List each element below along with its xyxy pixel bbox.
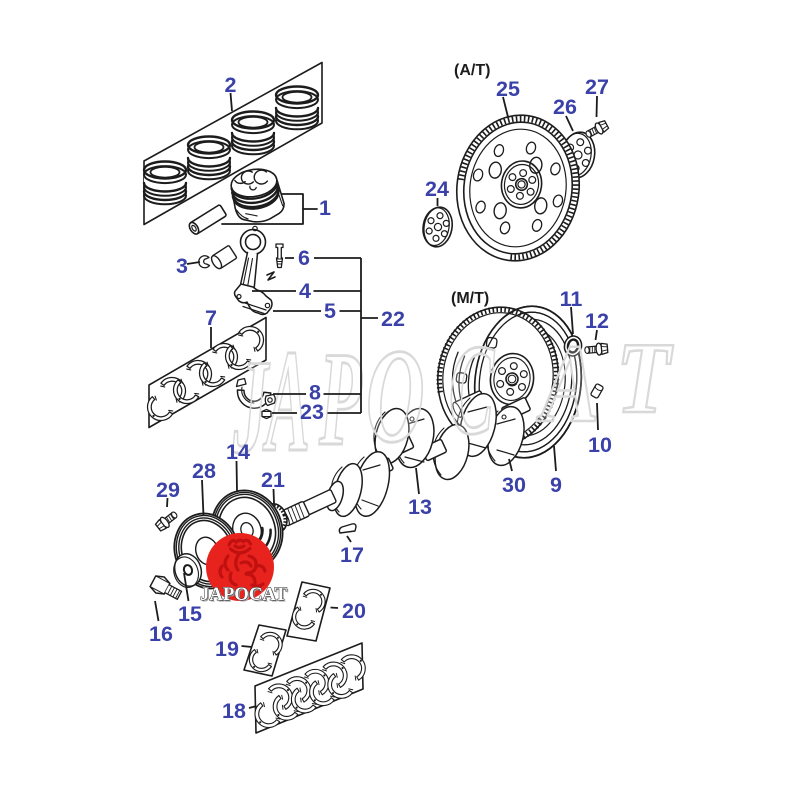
svg-text:11: 11 <box>560 287 583 311</box>
svg-text:6: 6 <box>298 246 310 270</box>
svg-text:14: 14 <box>226 440 250 464</box>
svg-text:JAPOCAT: JAPOCAT <box>200 585 288 605</box>
svg-text:(M/T): (M/T) <box>451 290 489 307</box>
svg-text:23: 23 <box>300 400 324 424</box>
svg-text:17: 17 <box>340 543 364 567</box>
svg-text:5: 5 <box>324 299 336 323</box>
svg-text:18: 18 <box>222 699 246 723</box>
svg-text:A: A <box>536 322 599 446</box>
svg-text:30: 30 <box>502 473 526 497</box>
svg-text:4: 4 <box>299 279 311 303</box>
svg-text:29: 29 <box>156 478 180 502</box>
svg-text:C: C <box>449 319 495 462</box>
svg-text:20: 20 <box>342 599 366 623</box>
svg-text:2: 2 <box>225 73 237 97</box>
svg-text:3: 3 <box>176 254 188 278</box>
svg-text:7: 7 <box>205 306 217 330</box>
svg-text:JAPOCAT: JAPOCAT <box>202 587 290 607</box>
svg-text:22: 22 <box>381 307 405 331</box>
svg-text:T: T <box>616 322 674 435</box>
svg-text:(A/T): (A/T) <box>454 62 490 79</box>
svg-text:16: 16 <box>149 622 173 646</box>
svg-text:1: 1 <box>319 196 331 220</box>
svg-text:10: 10 <box>588 433 612 457</box>
svg-text:8: 8 <box>309 381 321 405</box>
svg-text:15: 15 <box>178 602 202 626</box>
svg-text:9: 9 <box>550 473 562 497</box>
svg-text:28: 28 <box>192 459 216 483</box>
svg-text:24: 24 <box>425 177 449 201</box>
svg-text:A: A <box>263 320 310 483</box>
svg-text:19: 19 <box>215 637 239 661</box>
svg-text:13: 13 <box>408 495 432 519</box>
svg-text:25: 25 <box>496 77 520 101</box>
svg-text:12: 12 <box>585 309 609 333</box>
svg-text:27: 27 <box>585 75 609 99</box>
svg-text:21: 21 <box>261 468 285 492</box>
svg-text:P: P <box>318 325 362 474</box>
svg-text:26: 26 <box>553 95 577 119</box>
svg-text:J: J <box>232 333 270 482</box>
svg-text:O: O <box>366 322 424 471</box>
